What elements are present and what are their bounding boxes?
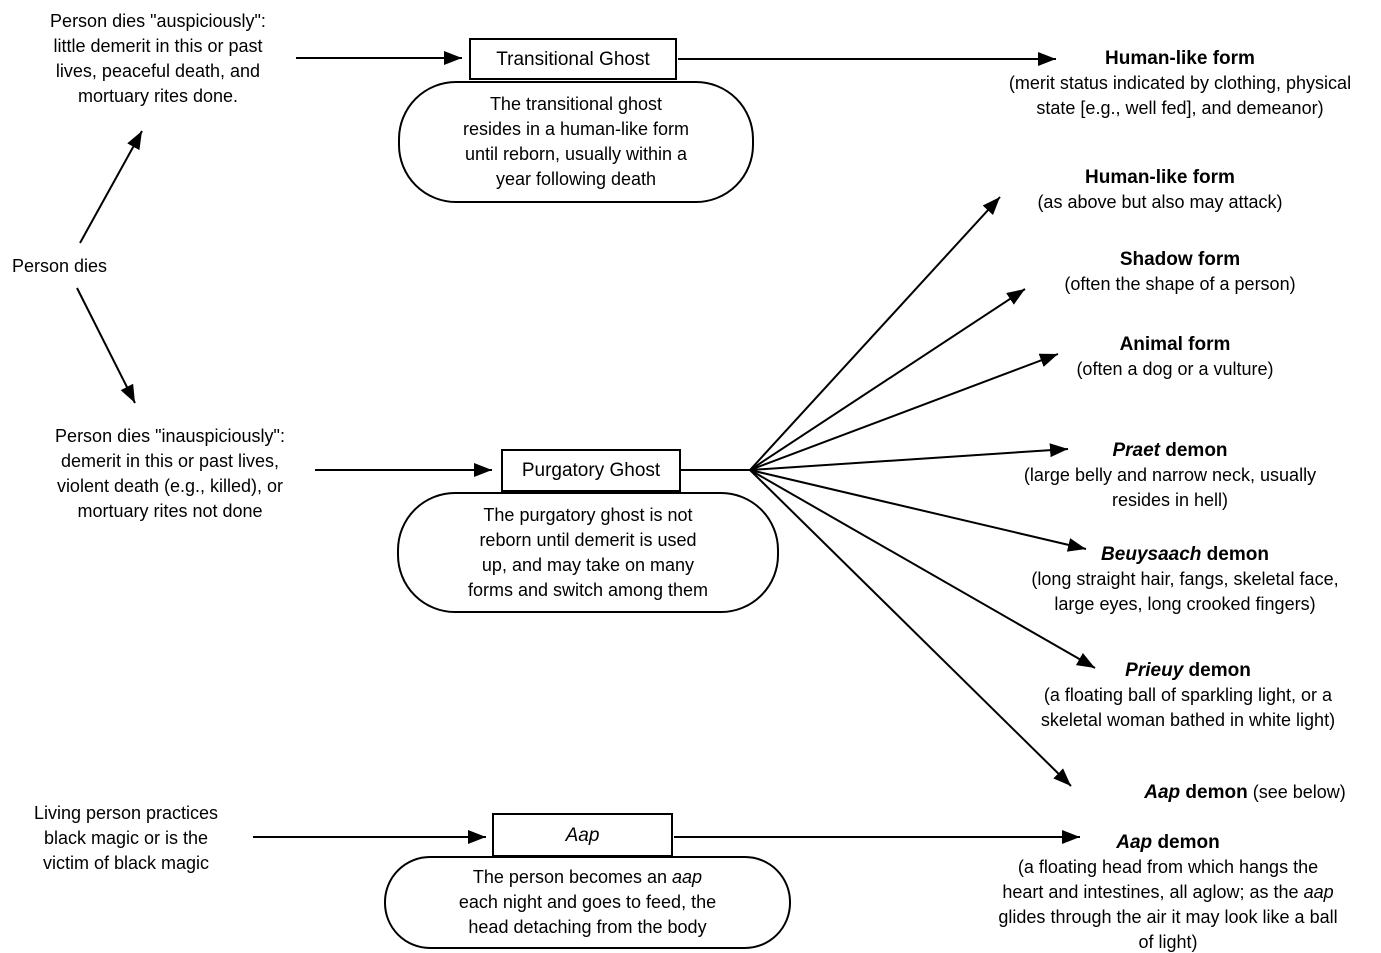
cause-inauspicious-death: Person dies "inauspiciously": demerit in…	[55, 426, 285, 521]
cause-person-dies: Person dies	[12, 256, 108, 276]
outcome-prieuy-demon-title-italic: Prieuy	[1125, 660, 1184, 681]
outcome-aap-final-desc-line2: heart and intestines, all aglow; as the …	[955, 880, 1381, 905]
note-transitional-ghost-text: The transitional ghost resides in a huma…	[462, 94, 690, 189]
outcome-shadow-form: Shadow form (often the shape of a person…	[985, 247, 1375, 297]
note-aap-line1-italic: aap	[672, 867, 703, 887]
outcome-praet-demon-title-rest: demon	[1159, 440, 1228, 461]
node-transitional-ghost-label: Transitional Ghost	[496, 48, 650, 70]
node-purgatory-ghost: Purgatory Ghost	[501, 449, 681, 492]
arrow-fan-shadow	[749, 288, 1026, 471]
outcome-beuysaach-demon: Beuysaach demon (long straight hair, fan…	[990, 542, 1380, 617]
outcome-human-like-form-attack: Human-like form (as above but also may a…	[970, 165, 1350, 215]
outcome-prieuy-demon-title: Prieuy demon	[995, 658, 1381, 683]
outcome-animal-form-title: Animal form	[1119, 334, 1231, 355]
outcome-aap-see-below-bold: demon	[1180, 782, 1248, 803]
outcome-aap-final-desc-line2-italic: aap	[1303, 882, 1334, 902]
outcome-beuysaach-demon-title-italic: Beuysaach	[1101, 544, 1202, 565]
node-aap-label: Aap	[565, 824, 600, 846]
outcome-beuysaach-demon-desc: (long straight hair, fangs, skeletal fac…	[1031, 569, 1339, 614]
outcome-aap-final-title-rest: demon	[1152, 832, 1220, 853]
outcome-aap-final-title-italic: Aap	[1116, 832, 1153, 853]
node-transitional-ghost: Transitional Ghost	[469, 38, 677, 80]
arrow-fan-human-attack	[749, 196, 1001, 471]
note-aap-line3: head detaching from the body	[468, 917, 707, 937]
note-aap-text: The person becomes an aap each night and…	[459, 865, 716, 940]
outcome-human-like-form-top-desc: (merit status indicated by clothing, phy…	[1008, 73, 1352, 118]
arrow-fan-praet	[749, 443, 1069, 471]
note-purgatory-ghost: The purgatory ghost is not reborn until …	[397, 492, 779, 613]
outcome-shadow-form-title: Shadow form	[1119, 249, 1241, 270]
arrow-fan-prieuy	[749, 469, 1096, 669]
outcome-aap-final-desc-line2-prefix: heart and intestines, all aglow; as the	[1002, 882, 1304, 902]
outcome-aap-demon-final: Aap demon (a floating head from which ha…	[955, 830, 1381, 953]
outcome-human-like-form-top: Human-like form (merit status indicated …	[980, 46, 1380, 121]
outcome-human-like-form-top-title: Human-like form	[1105, 48, 1255, 69]
outcome-prieuy-demon: Prieuy demon (a floating ball of sparkli…	[995, 658, 1381, 733]
arrow-fan-aap-below	[749, 469, 1072, 787]
arrow-person-dies-up	[79, 130, 143, 244]
outcome-animal-form: Animal form (often a dog or a vulture)	[980, 332, 1370, 382]
outcome-shadow-form-desc: (often the shape of a person)	[1064, 274, 1296, 294]
cause-auspicious-death: Person dies "auspiciously": little demer…	[50, 11, 266, 106]
outcome-beuysaach-demon-title: Beuysaach demon	[990, 542, 1380, 567]
outcome-prieuy-demon-desc: (a floating ball of sparkling light, or …	[1040, 685, 1336, 730]
outcome-aap-final-desc-line3: glides through the air it may look like …	[998, 907, 1338, 927]
note-purgatory-ghost-text: The purgatory ghost is not reborn until …	[467, 504, 709, 600]
note-transitional-ghost: The transitional ghost resides in a huma…	[398, 81, 754, 203]
arrow-fan-animal	[749, 353, 1059, 471]
note-aap-line1: The person becomes an aap	[459, 865, 716, 890]
arrow-person-dies-down	[76, 287, 136, 404]
outcome-aap-final-desc-line1: (a floating head from which hangs the	[1017, 857, 1319, 877]
node-aap: Aap	[492, 813, 673, 857]
outcome-aap-final-desc-line4: of light)	[1138, 932, 1198, 952]
outcome-human-like-form-attack-title: Human-like form	[1085, 167, 1235, 188]
note-aap-line2: each night and goes to feed, the	[458, 892, 717, 912]
outcome-prieuy-demon-title-rest: demon	[1183, 660, 1251, 681]
outcome-aap-demon-final-title: Aap demon	[955, 830, 1381, 855]
outcome-praet-demon-desc: (large belly and narrow neck, usually re…	[1023, 465, 1317, 510]
note-aap-line1-prefix: The person becomes an	[472, 867, 673, 887]
outcome-aap-see-below-suffix: (see below)	[1247, 782, 1346, 802]
outcome-beuysaach-demon-title-rest: demon	[1201, 544, 1269, 565]
outcome-praet-demon-title-italic: Praet	[1112, 440, 1160, 461]
outcome-praet-demon: Praet demon (large belly and narrow neck…	[975, 438, 1365, 513]
outcome-human-like-form-attack-desc: (as above but also may attack)	[1037, 192, 1283, 212]
outcome-animal-form-desc: (often a dog or a vulture)	[1076, 359, 1274, 379]
outcome-aap-see-below-italic: Aap	[1144, 782, 1181, 803]
node-purgatory-ghost-label: Purgatory Ghost	[521, 460, 661, 481]
arrow-fan-beuysaach	[749, 469, 1087, 552]
outcome-aap-demon-see-below: Aap demon (see below)	[1125, 780, 1365, 805]
cause-black-magic: Living person practices black magic or i…	[33, 803, 219, 873]
note-aap: The person becomes an aap each night and…	[384, 856, 791, 949]
outcome-praet-demon-title: Praet demon	[975, 438, 1365, 463]
